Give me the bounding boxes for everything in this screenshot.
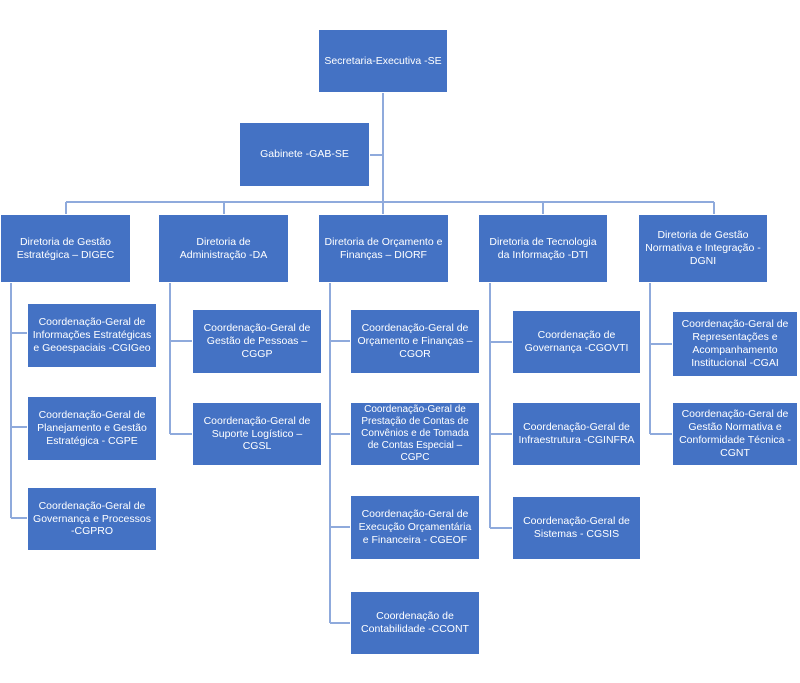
node-label: Diretoria de Tecnologia da Informação -D… <box>489 235 597 261</box>
node-label: Gabinete -GAB-SE <box>260 148 349 161</box>
node-label: Diretoria de Gestão Estratégica – DIGEC <box>16 235 115 261</box>
node-label: Coordenação-Geral de Representações e Ac… <box>681 318 789 369</box>
node-directorate-digec: Diretoria de Gestão Estratégica – DIGEC <box>0 214 131 283</box>
node-unit-cgeof: Coordenação-Geral de Execução Orçamentár… <box>350 495 480 560</box>
node-label: Coordenação-Geral de Gestão Normativa e … <box>679 408 791 459</box>
node-unit-cgnt: Coordenação-Geral de Gestão Normativa e … <box>672 402 798 466</box>
node-unit-cgpro: Coordenação-Geral de Governança e Proces… <box>27 487 157 551</box>
node-unit-ccont: Coordenação de Contabilidade -CCONT <box>350 591 480 655</box>
node-gabinete: Gabinete -GAB-SE <box>239 122 370 187</box>
node-label: Coordenação de Contabilidade -CCONT <box>361 610 469 635</box>
node-directorate-dti: Diretoria de Tecnologia da Informação -D… <box>478 214 608 283</box>
node-directorate-diorf: Diretoria de Orçamento e Finanças – DIOR… <box>318 214 449 283</box>
node-label: Coordenação-Geral de Informações Estraté… <box>32 316 152 354</box>
node-unit-cginfra: Coordenação-Geral de Infraestrutura -CGI… <box>512 402 641 466</box>
node-unit-cgpe: Coordenação-Geral de Planejamento e Gest… <box>27 396 157 461</box>
node-label: Secretaria-Executiva -SE <box>324 54 442 67</box>
node-label: Coordenação-Geral de Governança e Proces… <box>33 499 151 538</box>
node-unit-cgai: Coordenação-Geral de Representações e Ac… <box>672 311 798 377</box>
node-directorate-dgni: Diretoria de Gestão Normativa e Integraç… <box>638 214 768 283</box>
node-label: Coordenação de Governança -CGOVTI <box>524 329 629 354</box>
node-directorate-da: Diretoria de Administração -DA <box>158 214 289 283</box>
node-unit-cggp: Coordenação-Geral de Gestão de Pessoas –… <box>192 309 322 374</box>
node-label: Coordenação-Geral de Infraestrutura -CGI… <box>518 421 635 446</box>
node-unit-cgsis: Coordenação-Geral de Sistemas - CGSIS <box>512 496 641 560</box>
node-unit-cgsl: Coordenação-Geral de Suporte Logístico –… <box>192 402 322 466</box>
node-label: Diretoria de Administração -DA <box>179 235 268 261</box>
node-label: Coordenação-Geral de Execução Orçamentár… <box>358 508 472 546</box>
node-unit-cgpc: Coordenação-Geral de Prestação de Contas… <box>350 402 480 466</box>
node-label: Coordenação-Geral de Planejamento e Gest… <box>37 409 147 447</box>
node-label: Diretoria de Gestão Normativa e Integraç… <box>645 229 761 267</box>
node-label: Coordenação-Geral de Suporte Logístico –… <box>203 414 311 453</box>
node-label: Diretoria de Orçamento e Finanças – DIOR… <box>324 235 443 261</box>
node-unit-cgigeo: Coordenação-Geral de Informações Estraté… <box>27 303 157 368</box>
node-label: Coordenação-Geral de Prestação de Contas… <box>361 403 469 464</box>
node-secretaria-executiva: Secretaria-Executiva -SE <box>318 29 448 93</box>
node-unit-cgor: Coordenação-Geral de Orçamento e Finança… <box>350 309 480 374</box>
node-label: Coordenação-Geral de Sistemas - CGSIS <box>523 515 630 540</box>
node-label: Coordenação-Geral de Orçamento e Finança… <box>357 322 473 360</box>
node-unit-cgovti: Coordenação de Governança -CGOVTI <box>512 310 641 374</box>
node-label: Coordenação-Geral de Gestão de Pessoas –… <box>203 322 311 360</box>
